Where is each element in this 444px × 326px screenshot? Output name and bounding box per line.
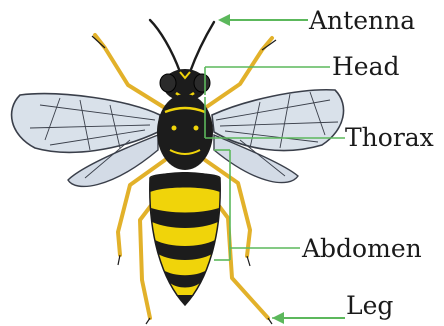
leg-arrow (272, 312, 345, 324)
antenna-label: Antenna (309, 8, 415, 33)
right-wings (212, 90, 344, 183)
abdomen-label: Abdomen (302, 236, 422, 261)
abdomen (150, 172, 220, 305)
head-label: Head (332, 54, 400, 79)
antennae (150, 20, 214, 72)
antenna-arrow (218, 14, 308, 26)
left-wings (12, 94, 160, 187)
thorax-label: Thorax (345, 125, 434, 150)
leg-label: Leg (346, 293, 393, 318)
right-forewing (212, 90, 344, 151)
